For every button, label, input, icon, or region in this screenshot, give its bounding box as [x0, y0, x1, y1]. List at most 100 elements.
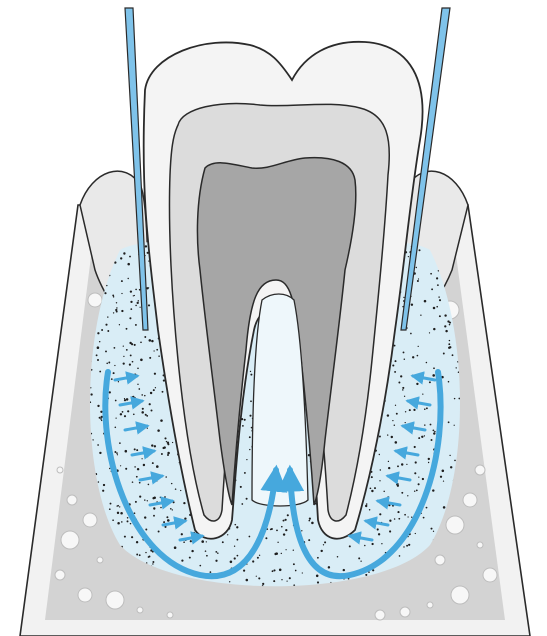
particle [147, 428, 148, 429]
particle [140, 359, 143, 362]
particle [123, 252, 125, 254]
particle [273, 580, 275, 582]
particle [244, 419, 246, 421]
particle [388, 461, 389, 462]
particle [311, 522, 314, 525]
bone-pore-icon [435, 555, 445, 565]
particle [397, 511, 399, 513]
particle [252, 560, 254, 562]
particle [190, 540, 192, 542]
particle [222, 541, 224, 543]
particle [324, 541, 326, 543]
particle [371, 518, 373, 520]
particle [134, 448, 136, 450]
particle [183, 502, 185, 504]
particle [371, 490, 373, 492]
particle [417, 280, 419, 282]
particle [431, 288, 433, 290]
particle [126, 398, 129, 401]
particle [250, 374, 252, 376]
bone-pore-icon [477, 542, 483, 548]
particle [418, 437, 420, 439]
particle [118, 381, 119, 382]
particle [160, 507, 162, 509]
bone-pore-icon [88, 293, 102, 307]
particle [388, 467, 390, 469]
particle [454, 425, 455, 426]
particle [172, 442, 173, 443]
particle [442, 470, 445, 473]
particle [408, 544, 410, 546]
particle [379, 454, 380, 455]
particle [379, 480, 380, 481]
particle [337, 556, 339, 558]
particle [117, 505, 119, 507]
particle [406, 545, 408, 547]
particle [127, 520, 129, 522]
particle [407, 516, 408, 517]
particle [120, 512, 123, 515]
particle [122, 411, 124, 413]
particle [137, 368, 139, 370]
particle [126, 328, 128, 330]
particle [134, 295, 135, 296]
particle [423, 517, 425, 519]
particle [151, 340, 153, 342]
particle [138, 388, 140, 390]
particle [365, 574, 367, 576]
particle [414, 490, 415, 491]
particle [152, 462, 154, 464]
particle [154, 445, 156, 447]
particle [116, 452, 118, 454]
particle [129, 364, 131, 366]
particle [136, 554, 138, 556]
particle [394, 371, 396, 373]
particle [249, 436, 251, 438]
particle [131, 536, 133, 538]
particle [146, 455, 148, 457]
particle [424, 408, 426, 410]
particle [428, 462, 429, 463]
particle [152, 563, 153, 564]
particle [158, 355, 160, 357]
particle [147, 500, 148, 501]
particle [281, 526, 283, 528]
particle [415, 533, 416, 534]
particle [99, 371, 101, 373]
particle [403, 297, 404, 298]
particle [145, 245, 147, 247]
particle [369, 509, 371, 511]
particle [444, 314, 446, 316]
particle [134, 397, 136, 399]
particle [100, 411, 102, 413]
particle [328, 566, 330, 568]
particle [293, 550, 294, 551]
particle [164, 496, 166, 498]
bone-pore-icon [463, 493, 477, 507]
particle [181, 533, 183, 535]
particle [171, 483, 172, 484]
particle [191, 550, 193, 552]
particle [139, 482, 141, 484]
particle [120, 257, 122, 259]
particle [116, 307, 117, 308]
particle [189, 557, 191, 559]
particle [153, 507, 155, 509]
particle [157, 429, 160, 432]
particle [175, 488, 177, 490]
particle [105, 324, 107, 326]
particle [394, 425, 395, 426]
particle [115, 400, 117, 402]
particle [109, 508, 111, 510]
particle [117, 512, 119, 514]
particle [242, 425, 244, 427]
particle [432, 489, 434, 491]
particle [236, 526, 238, 528]
particle [430, 273, 432, 275]
bone-pore-icon [55, 570, 65, 580]
particle [127, 263, 130, 266]
particle [418, 483, 420, 485]
particle [215, 551, 217, 553]
particle [167, 452, 170, 455]
